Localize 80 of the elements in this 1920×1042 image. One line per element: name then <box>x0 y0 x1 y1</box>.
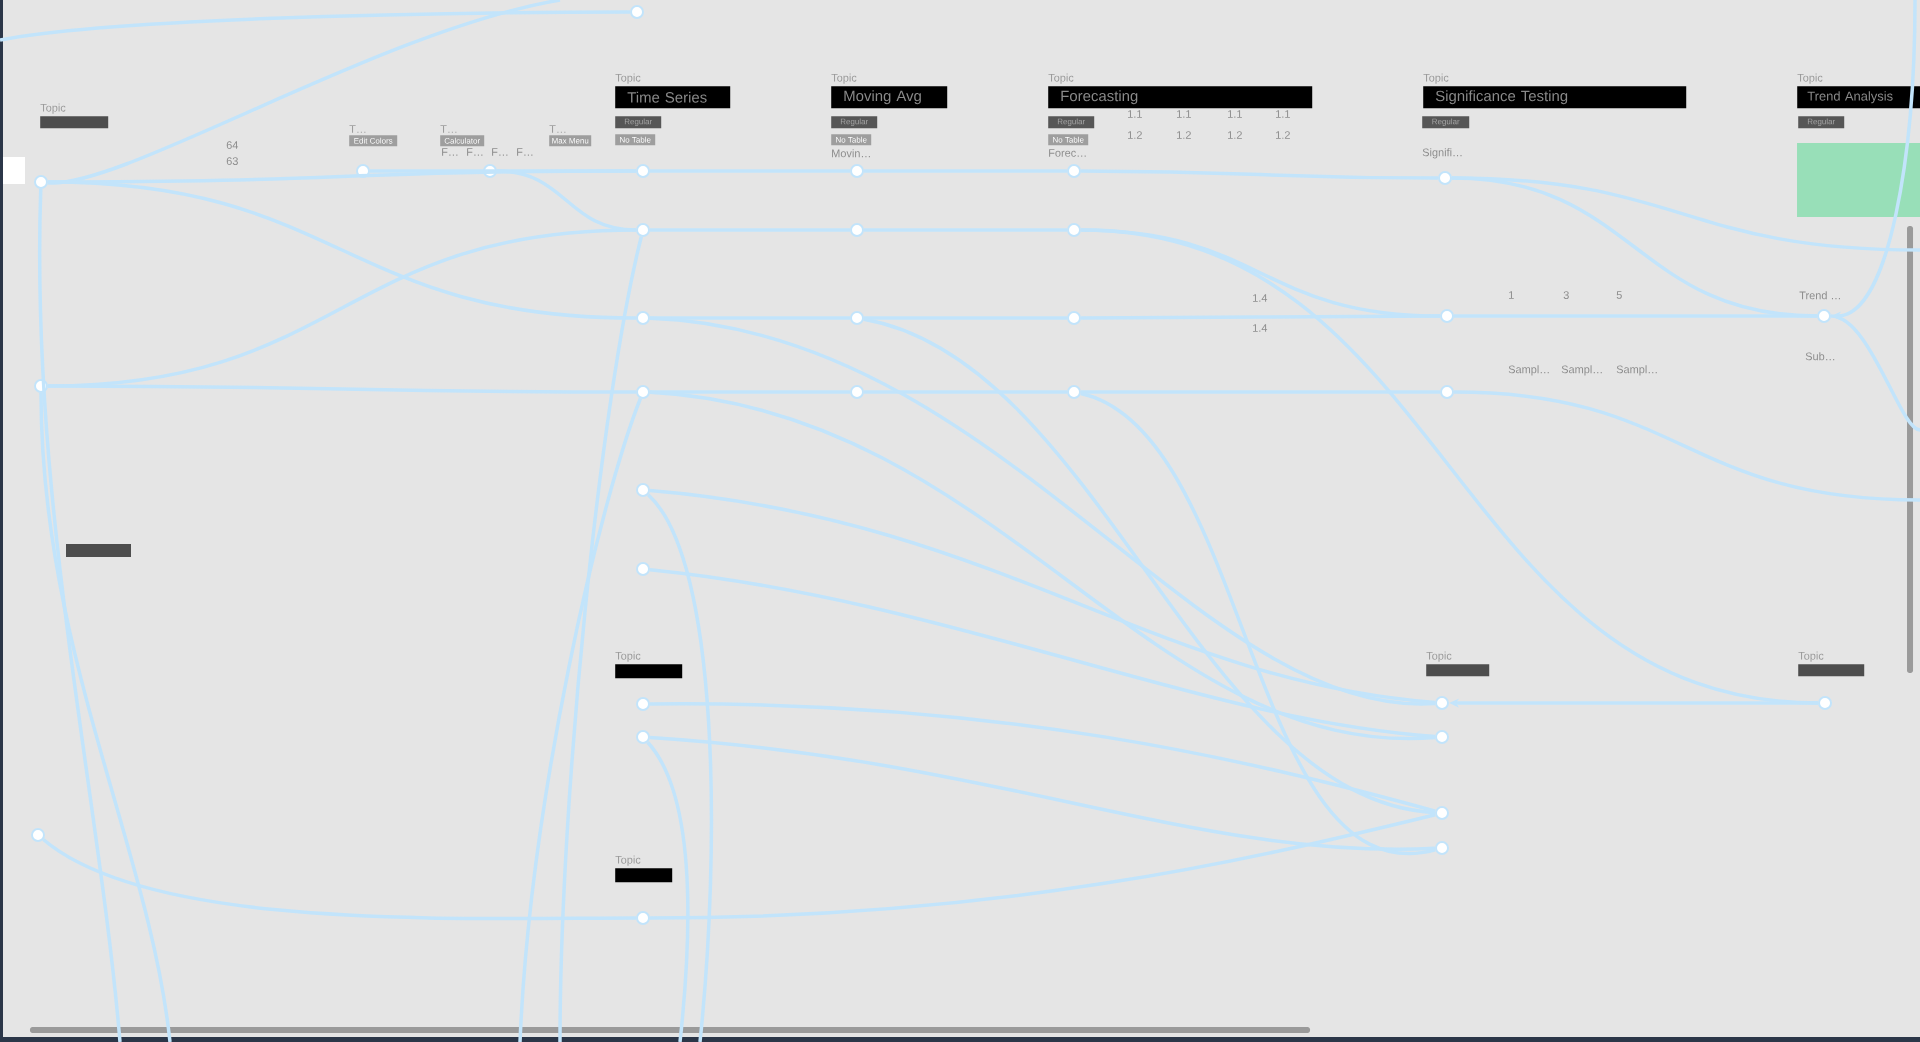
connector-curve <box>864 169 1067 173</box>
connector-curve <box>650 169 850 173</box>
connector-curve <box>864 390 1067 394</box>
value-label: 1.4 <box>1253 294 1268 302</box>
node-heading: Topic <box>831 73 857 84</box>
connector-curve <box>864 228 1067 232</box>
field-label: Sub… <box>1805 352 1835 361</box>
connector-curve <box>47 0 561 185</box>
node-heading: Topic <box>1798 651 1824 662</box>
node-heading: T… <box>549 125 566 133</box>
value-label: 1.2 <box>1228 131 1242 139</box>
topic-header: Forecasting <box>1048 86 1313 109</box>
connector-curve <box>646 741 690 1042</box>
node-heading: T… <box>349 125 366 133</box>
field-label: Sampl… <box>1508 365 1549 376</box>
connector-curve <box>1830 314 1920 432</box>
topic-header: Moving Avg <box>831 86 948 109</box>
connector-curve <box>649 567 1436 739</box>
connector-curve <box>496 169 637 232</box>
field-label: Trend … <box>1799 291 1840 300</box>
node-heading: Topic <box>1048 73 1074 84</box>
connector-curve <box>650 702 1436 813</box>
connector-curve <box>1081 314 1440 320</box>
node-heading: Topic <box>40 103 66 114</box>
field-label: F… <box>467 148 483 156</box>
connector-curve <box>0 10 630 42</box>
connector-curve <box>1451 176 1920 252</box>
connector-curve <box>370 169 636 173</box>
node-heading: Topic <box>1426 651 1452 662</box>
connector-curve <box>39 392 172 1042</box>
node-heading: Topic <box>615 651 641 662</box>
connector-curve <box>1080 391 1436 854</box>
connector-curve <box>649 735 1436 851</box>
field-label: F… <box>492 148 508 156</box>
field-label: F… <box>442 148 458 156</box>
field-label: Signifi… <box>1422 148 1462 159</box>
connector-curve <box>863 317 1436 815</box>
value-label: 63 <box>226 157 238 165</box>
field-label: F… <box>517 148 533 156</box>
connector-curve <box>650 812 1436 920</box>
topic-header: Time Series <box>615 86 731 109</box>
value-label: 3 <box>1563 291 1569 299</box>
node-heading: Topic <box>1423 73 1449 84</box>
connector-curve <box>38 188 122 1042</box>
connector-curve <box>48 384 636 394</box>
connector-curve <box>558 236 643 1042</box>
connector-curve <box>42 838 636 921</box>
field-label: Sampl… <box>1561 365 1602 376</box>
topic-header: Significance Testing <box>1423 86 1687 109</box>
connector-curve <box>1081 390 1440 394</box>
topic-header: Trend Analysis <box>1797 86 1920 109</box>
value-label: 1.2 <box>1276 131 1290 139</box>
connector-curve <box>1081 169 1438 180</box>
connector-curve <box>47 180 637 320</box>
connector-curve <box>649 316 1436 706</box>
node-heading: Topic <box>615 855 641 866</box>
value-label: 1.2 <box>1177 131 1191 139</box>
connector-curve <box>650 228 850 232</box>
value-label: 64 <box>226 141 239 149</box>
value-label: 1.4 <box>1253 324 1268 332</box>
value-label: 1.2 <box>1128 131 1142 139</box>
header-bar <box>66 544 131 557</box>
node-heading: T… <box>440 125 457 133</box>
field-label: Forec… <box>1049 149 1086 157</box>
connector-curve <box>646 493 714 1042</box>
connector-curve <box>650 390 850 394</box>
connector-curve <box>864 316 1067 320</box>
connector-curve <box>649 488 1436 705</box>
node-heading: Topic <box>615 73 641 84</box>
connector-curve <box>1453 390 1920 502</box>
field-label: Movin… <box>832 149 870 158</box>
connector-curve <box>1454 314 1817 318</box>
connector-curve <box>649 390 1436 740</box>
node-heading: Topic <box>1797 73 1823 84</box>
field-label: Sampl… <box>1616 365 1657 376</box>
connector-curve <box>518 397 643 1042</box>
connector-curve <box>1080 228 1819 705</box>
value-label: 1 <box>1509 291 1514 299</box>
connector-curve <box>650 316 850 320</box>
value-label: 5 <box>1616 291 1622 299</box>
